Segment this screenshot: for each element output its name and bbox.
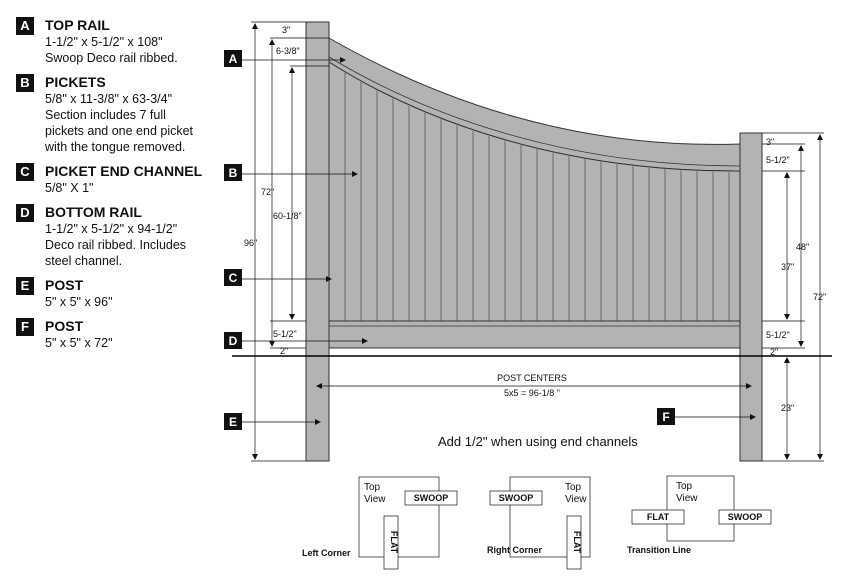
flat-piece [631,509,685,525]
end-channel-note: Add 1/2" when using end channels [438,434,638,449]
legend-title-a: TOP RAIL [45,17,110,33]
legend-title-c: PICKET END CHANNEL [45,163,203,179]
left-post [305,21,330,462]
dim-left-3: 3" [282,25,290,35]
top-view-title: View [565,494,587,505]
fence-panel [305,21,763,462]
top-view-title: Top [565,482,582,493]
top-view-transition-line: Top View FLAT SWOOP Transition Line [627,475,772,555]
dim-right-72: 72" [813,292,826,302]
post-centers-label: POST CENTERS [497,373,567,383]
caption-transition-line: Transition Line [627,545,691,555]
swoop-piece [489,490,543,506]
top-view-title: Top [364,482,381,493]
callout-d-letter: D [229,334,238,348]
legend-line: Deco rail ribbed. Includes [45,238,187,252]
dim-right-2: 2" [770,347,778,357]
dim-left-2: 2" [280,346,288,356]
dim-right-5-1-2-bot: 5-1/2" [766,330,790,340]
legend-line: with the tongue removed. [45,140,186,154]
dim-left-96: 96" [244,238,257,248]
callout-e-letter: E [229,415,237,429]
dim-right-5-1-2-top: 5-1/2" [766,155,790,165]
legend-line: Swoop Deco rail ribbed. [45,51,178,65]
dim-left-5-1-2: 5-1/2" [273,329,297,339]
callout-f: F [657,408,756,425]
legend-line: 5/8" X 1" [45,181,94,195]
dim-right-48: 48" [796,242,809,252]
dim-right-37: 37" [781,262,794,272]
right-dimensions [762,132,824,462]
legend-item-d: D BOTTOM RAIL 1-1/2" x 5-1/2" x 94-1/2" … [16,203,226,269]
callout-b-letter: B [229,166,238,180]
top-view-title: View [676,493,698,504]
legend-title-e: POST [45,277,84,293]
caption-left-corner: Left Corner [302,548,351,558]
legend-line: 5/8" x 11-3/8" x 63-3/4" [45,92,173,106]
flat-label: FLAT [647,512,670,522]
dim-left-72: 72" [261,187,274,197]
swoop-piece [404,490,458,506]
legend-badge-a: A [16,17,34,35]
swoop-label: SWOOP [414,493,449,503]
callout-a-letter: A [229,52,238,66]
top-view-title: Top [676,481,693,492]
dim-right-23: 23" [781,403,794,413]
right-post [739,132,763,462]
callout-d: D [224,332,368,349]
top-view-right-corner: Top View SWOOP FLAT Right Corner [487,476,591,570]
swoop-piece [718,509,772,525]
legend-line: 1-1/2" x 5-1/2" x 94-1/2" [45,222,178,236]
legend-line: 5" x 5" x 96" [45,295,113,309]
legend-badge-e: E [16,277,34,295]
legend-title-f: POST [45,318,84,334]
flat-label: FLAT [389,531,399,554]
legend-badge-f: F [16,318,34,336]
legend-item-b: B PICKETS 5/8" x 11-3/8" x 63-3/4" Secti… [16,73,226,155]
legend-badge-b: B [16,74,34,92]
top-view-left-corner: Top View SWOOP FLAT Left Corner [302,476,458,570]
legend-line: 5" x 5" x 72" [45,336,113,350]
callout-f-letter: F [662,410,669,424]
post-centers-value: 5x5 = 96-1/8 " [504,388,560,398]
caption-right-corner: Right Corner [487,545,542,555]
legend-line: pickets and one end picket [45,124,194,138]
picket-lines [344,72,730,321]
swoop-label: SWOOP [499,493,534,503]
callout-c-letter: C [229,271,238,285]
legend-line: Section includes 7 full [45,108,166,122]
top-rail-rib [328,56,741,167]
legend-title-b: PICKETS [45,74,106,90]
legend: A TOP RAIL 1-1/2" x 5-1/2" x 108" Swoop … [16,16,226,358]
callout-c: C [224,269,332,286]
flat-label: FLAT [572,531,582,554]
flat-piece [566,515,582,570]
legend-title-d: BOTTOM RAIL [45,204,142,220]
top-view-title: View [364,494,386,505]
flat-piece [383,515,399,570]
callout-b: B [224,164,358,181]
legend-item-e: E POST 5" x 5" x 96" [16,276,226,310]
dim-left-6-3-8: 6-3/8" [276,46,300,56]
legend-line: 1-1/2" x 5-1/2" x 108" [45,35,163,49]
bottom-rail [328,320,741,349]
callout-e: E [224,413,321,430]
legend-item-f: F POST 5" x 5" x 72" [16,317,226,351]
callout-a: A [224,50,346,67]
legend-item-a: A TOP RAIL 1-1/2" x 5-1/2" x 108" Swoop … [16,16,226,66]
left-dimensions [251,21,329,462]
legend-item-c: C PICKET END CHANNEL 5/8" X 1" [16,162,226,196]
pickets-area [328,61,741,322]
swoop-label: SWOOP [728,512,763,522]
legend-line: steel channel. [45,254,123,268]
dim-left-60-1-8: 60-1/8" [273,211,302,221]
legend-badge-d: D [16,204,34,222]
dim-right-3: 3" [766,137,774,147]
legend-badge-c: C [16,163,34,181]
